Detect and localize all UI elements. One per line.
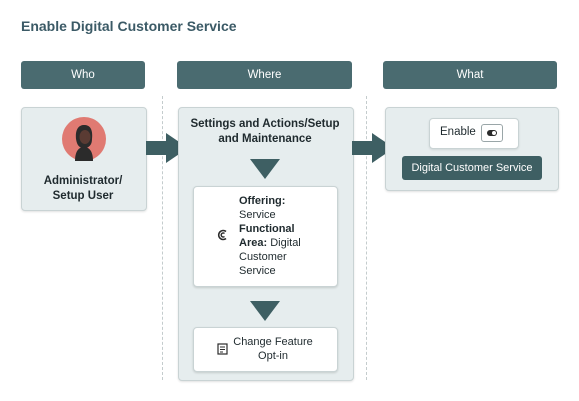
toggle-icon[interactable]	[481, 124, 503, 142]
who-role-line2: Setup User	[52, 190, 114, 202]
column-header-what: What	[383, 61, 557, 89]
flow-arrow	[146, 133, 188, 163]
offering-card	[193, 186, 338, 287]
opt-in-document-icon	[217, 343, 228, 355]
service-offering-icon	[217, 229, 227, 241]
person-avatar-icon	[62, 117, 106, 161]
functional-area-value-1: Digital	[270, 237, 301, 249]
column-divider	[162, 96, 163, 380]
functional-area-label-2: Area:	[239, 237, 268, 249]
offering-value: Service	[239, 209, 276, 221]
who-role-line1: Administrator/	[43, 175, 123, 187]
feature-line2: Opt-in	[258, 350, 288, 362]
column-header-where: Where	[177, 61, 352, 89]
column-header-who: Who	[21, 61, 145, 89]
enable-toggle-box[interactable]	[429, 118, 519, 149]
offering-label: Offering:	[239, 195, 286, 207]
functional-area-value-3: Service	[239, 265, 276, 277]
offering-text: Offering: Service Functional Area: Digit…	[239, 194, 331, 278]
digital-customer-service-button[interactable]: Digital Customer Service	[402, 156, 542, 180]
feature-line1: Change Feature	[233, 336, 313, 348]
where-title-line2: and Maintenance	[218, 133, 312, 145]
page-title: Enable Digital Customer Service	[21, 18, 237, 34]
column-divider	[366, 96, 367, 380]
where-title-line1: Settings and Actions/Setup	[190, 118, 340, 130]
down-arrow-icon	[250, 159, 280, 179]
flow-arrow	[352, 133, 394, 163]
down-arrow-icon	[250, 301, 280, 321]
enable-label: Enable	[440, 126, 476, 138]
functional-area-value-2: Customer	[239, 251, 287, 263]
feature-opt-in-card	[193, 327, 338, 372]
functional-area-label-1: Functional	[239, 223, 295, 235]
